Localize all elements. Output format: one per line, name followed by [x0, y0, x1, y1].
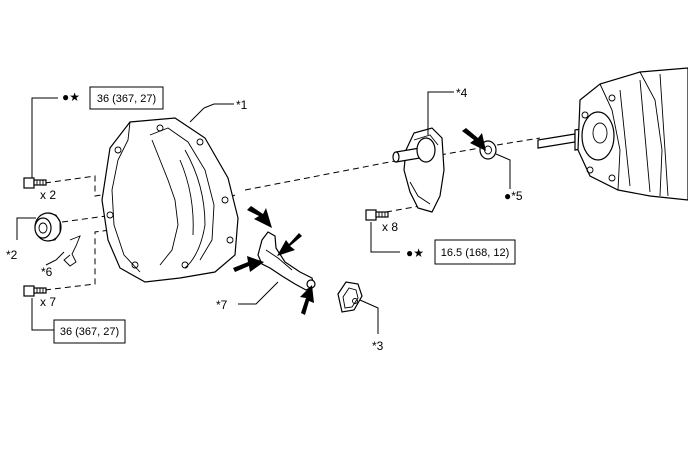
- retainer-bolt-icon: [365, 209, 389, 221]
- bearing-icon: [462, 128, 497, 160]
- lower-bolt-icon: [23, 285, 47, 297]
- torque-value-upper: 36 (367, 27): [97, 93, 156, 105]
- shift-fork-icon: [257, 231, 316, 291]
- contact-point-arrows: [233, 206, 314, 315]
- torque-box-retainer: 16.5 (168, 12): [434, 239, 516, 265]
- callout-4: *4: [456, 86, 468, 100]
- cover-plate-icon: [337, 281, 363, 313]
- qty-upper-bolts: x 2: [40, 188, 56, 202]
- clip-icon: [63, 235, 81, 267]
- oil-seal-icon: [34, 212, 62, 242]
- bearing-retainer-icon: [392, 127, 445, 213]
- torque-box-upper: 36 (367, 27): [89, 86, 164, 110]
- symbol-retainer-bolts: ●★: [406, 246, 424, 260]
- qty-lower-bolts: x 7: [40, 295, 56, 309]
- callout-1: *1: [236, 98, 248, 112]
- callout-7: *7: [216, 298, 228, 312]
- callout-5: ●*5: [504, 189, 523, 203]
- leader-lines: [16, 91, 511, 334]
- symbol-upper-bolts: ●★: [62, 90, 80, 104]
- torque-value-lower: 36 (367, 27): [60, 326, 119, 338]
- callout-3: *3: [372, 339, 384, 353]
- callout-6: *6: [41, 265, 53, 279]
- upper-bolt-icon: [23, 177, 47, 189]
- qty-retainer-bolts: x 8: [382, 220, 398, 234]
- torque-box-lower: 36 (367, 27): [53, 319, 126, 344]
- transmission-case-bell-housing: [101, 117, 239, 283]
- callout-2: *2: [6, 248, 18, 262]
- torque-value-retainer: 16.5 (168, 12): [441, 247, 510, 259]
- transmission-assembly-icon: [537, 67, 688, 201]
